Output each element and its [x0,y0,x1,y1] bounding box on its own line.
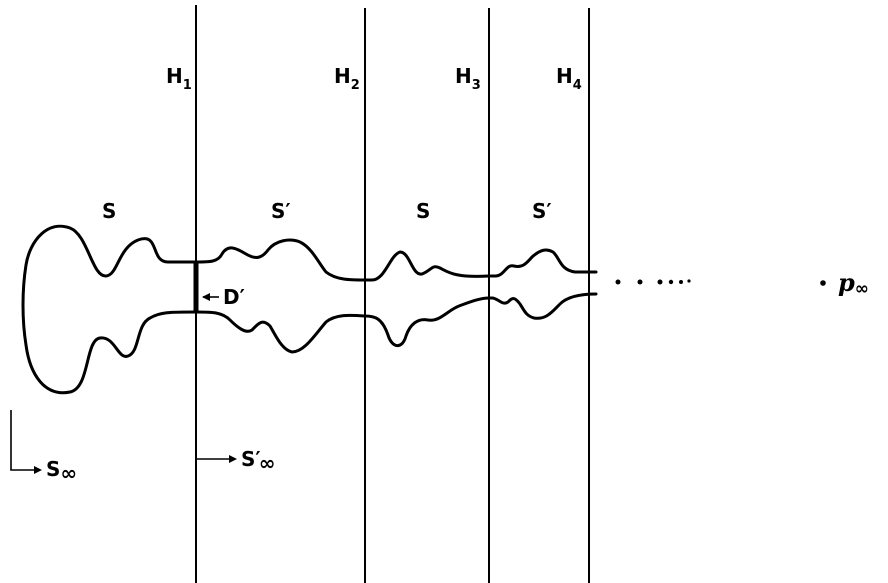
end-s-arrowhead [34,466,42,474]
region-s-1-label: S [102,199,116,223]
region-sprime-1-label: S′ [271,199,291,223]
limit-point-label: p∞ [838,268,869,299]
end-s-label: S∞ [46,457,77,485]
end-sprime-label: S′∞ [241,447,275,475]
region-s-2-label: S [416,199,430,223]
end-s-arrow [10,410,38,471]
hyperplane-h2-label: H2 [334,64,360,93]
surface-upper-boundary [194,238,598,282]
surface-left-lobe [21,224,198,395]
hyperplane-h3-label: H3 [455,64,481,93]
hyperplane-h4-label: H4 [556,64,582,93]
surface-lower-boundary [194,292,598,354]
end-sprime-arrowhead [229,455,237,463]
region-sprime-2-label: S′ [532,199,552,223]
ellipsis-dots [615,279,826,286]
disk-arrow-head [202,293,210,301]
hyperplane-h1-label: H1 [166,64,192,93]
disk-d-prime-label: D′ [223,285,245,309]
